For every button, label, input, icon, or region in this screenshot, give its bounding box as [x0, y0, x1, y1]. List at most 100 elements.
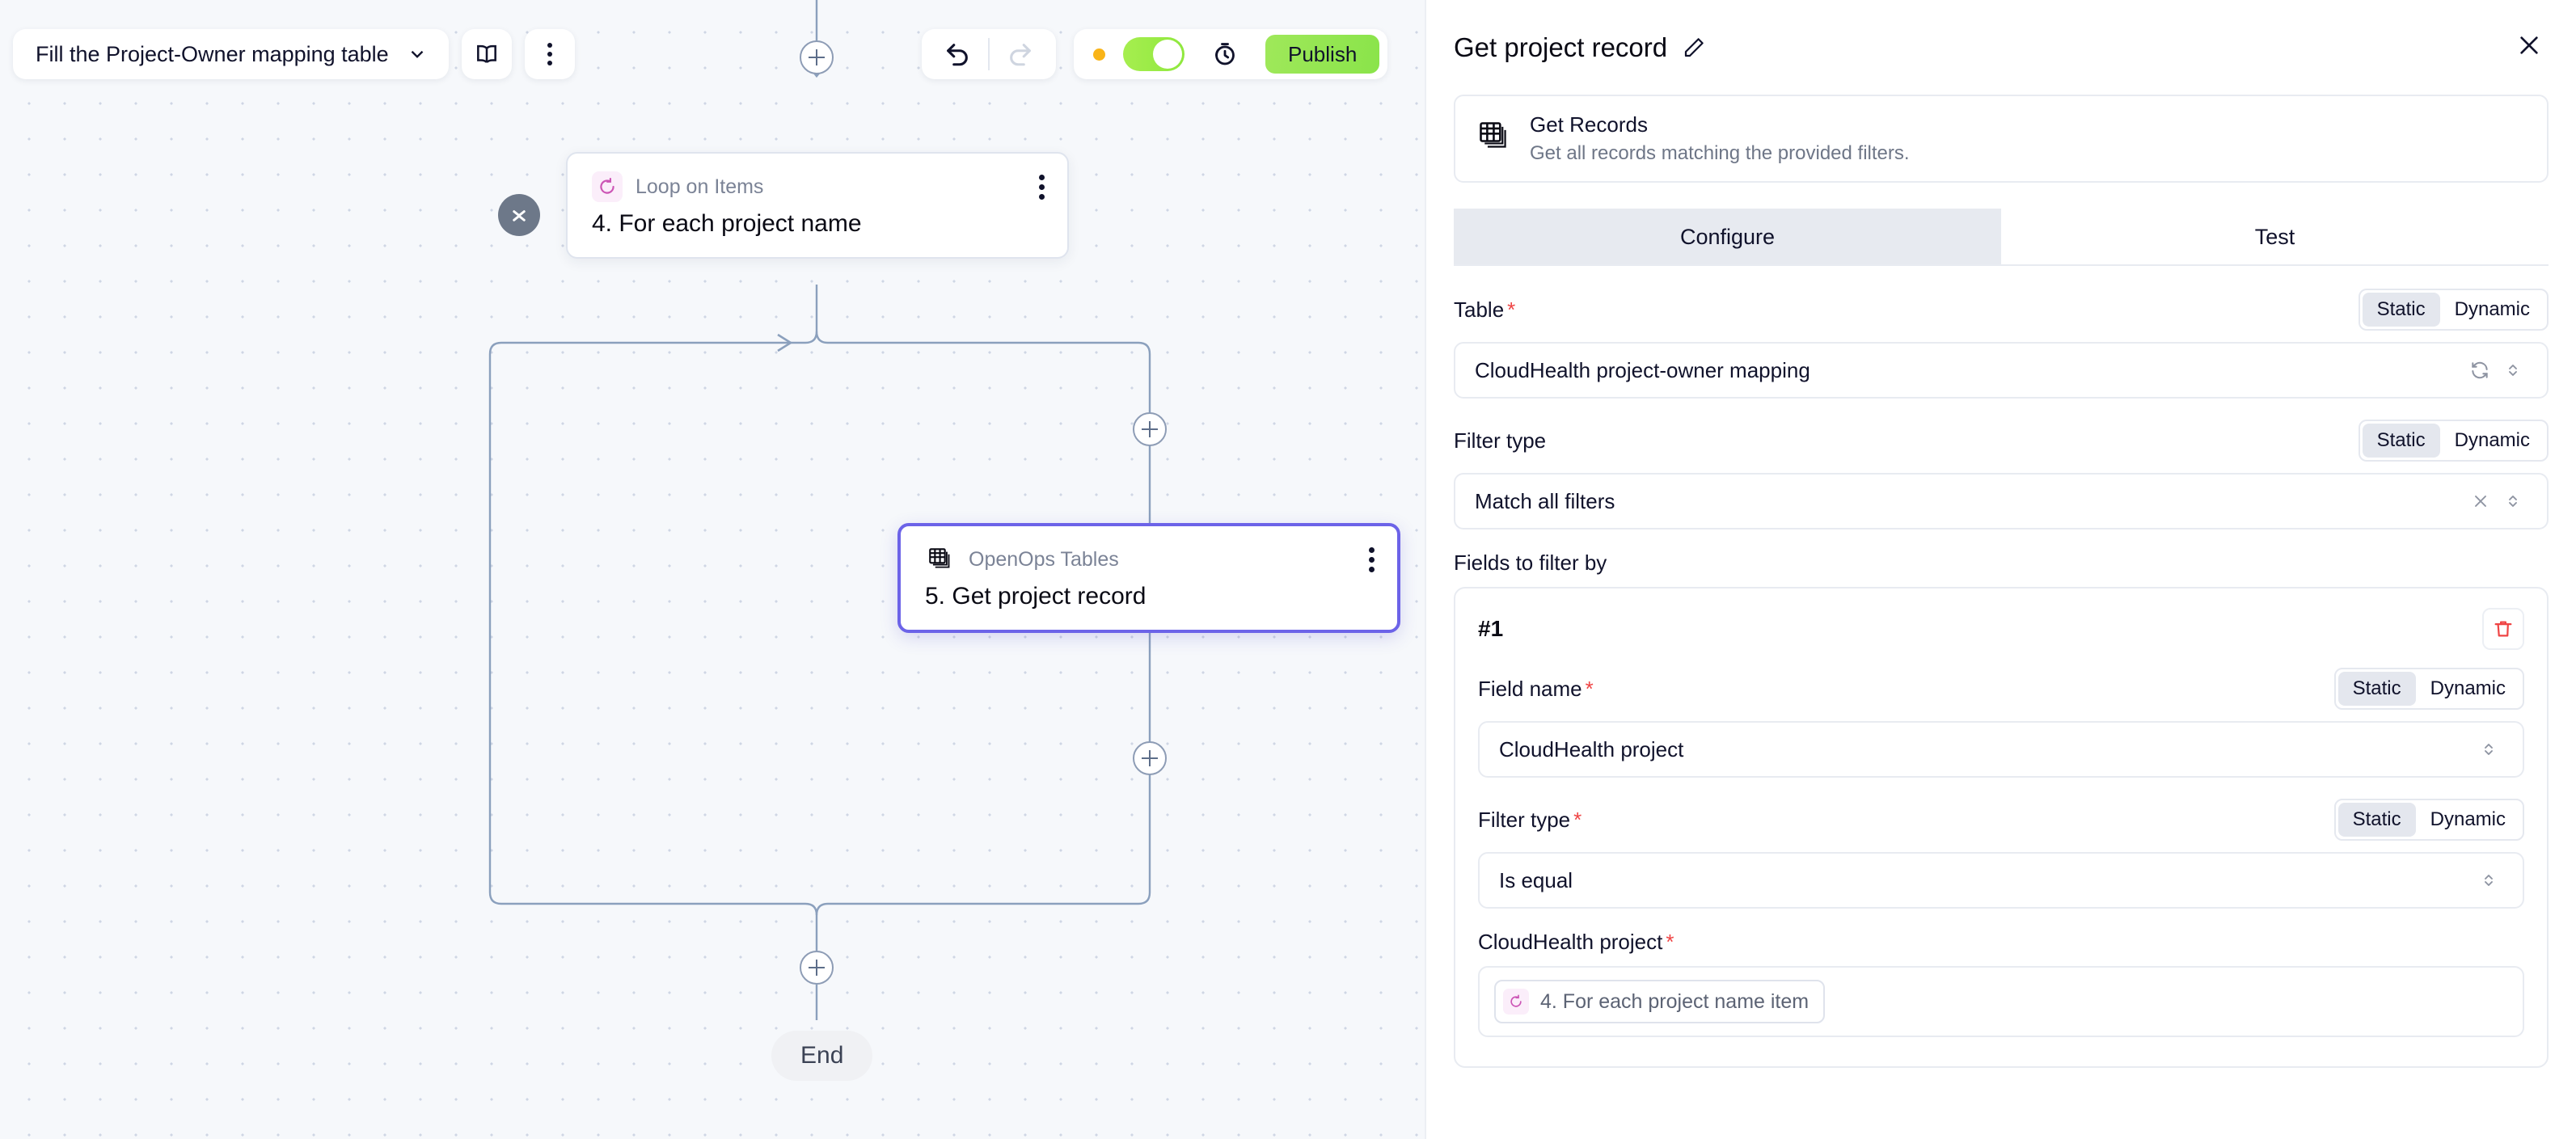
action-name: Get Records: [1530, 112, 1648, 137]
filter-type-mode-static[interactable]: Static: [2362, 424, 2440, 458]
table-mode-dynamic[interactable]: Dynamic: [2454, 298, 2530, 320]
add-step-button-after-5[interactable]: [1133, 741, 1167, 775]
field-name-mode-static[interactable]: Static: [2337, 672, 2416, 706]
publish-button[interactable]: Publish: [1265, 35, 1380, 74]
end-node: End: [771, 1031, 873, 1081]
chevron-up-down-icon: [2509, 496, 2517, 507]
redo-icon: [1010, 44, 1031, 66]
required-asterisk: *: [1585, 676, 1594, 701]
fields-to-filter-by-row: Fields to filter by: [1454, 551, 2549, 576]
node-get-project-record[interactable]: OpenOps Tables 5. Get project record: [897, 523, 1400, 633]
field-name-mode-dynamic[interactable]: Dynamic: [2430, 677, 2506, 699]
filter-type-clear-button[interactable]: [2464, 488, 2497, 514]
publish-group: Publish: [1074, 29, 1388, 79]
table-label: Table*: [1454, 297, 1516, 322]
docs-button[interactable]: [461, 29, 512, 79]
field-name-dropdown-button[interactable]: [2473, 736, 2505, 762]
table-value: CloudHealth project-owner mapping: [1475, 357, 1810, 382]
field-name-label: Field name*: [1478, 676, 1594, 701]
filter-type-field-row: Filter type Static Dynamic: [1454, 420, 2549, 462]
table-select[interactable]: CloudHealth project-owner mapping: [1454, 342, 2549, 399]
table-mode-toggle[interactable]: Static Dynamic: [2358, 289, 2549, 331]
undo-icon: [947, 44, 968, 66]
panel-tabs: Configure Test: [1454, 209, 2549, 266]
flow-name-selector[interactable]: Fill the Project-Owner mapping table: [13, 29, 449, 79]
inner-filter-type-dropdown-button[interactable]: [2473, 867, 2505, 893]
more-vertical-icon: [547, 43, 552, 65]
panel-close-button[interactable]: [2511, 27, 2547, 67]
filter-item-header: #1: [1478, 608, 2524, 650]
pencil-icon[interactable]: [1682, 36, 1706, 60]
add-step-button-end[interactable]: [800, 951, 834, 985]
node-menu-button[interactable]: [1366, 546, 1378, 574]
filter-item-1: #1 Field name* Static Dynamic: [1454, 587, 2549, 1068]
inner-filter-type-mode-dynamic[interactable]: Dynamic: [2430, 808, 2506, 830]
filter-type-mode-toggle[interactable]: Static Dynamic: [2358, 420, 2549, 462]
collapse-icon: [513, 210, 526, 221]
run-history-button[interactable]: [1202, 32, 1248, 77]
flow-canvas[interactable]: Fill the Project-Owner mapping table: [0, 0, 1425, 1139]
node-menu-button[interactable]: [1036, 173, 1048, 201]
step-settings-panel: Get project record Get Records Get: [1425, 0, 2576, 1139]
publish-label: Publish: [1288, 41, 1358, 66]
canvas-toolbar-right: Publish: [922, 29, 1388, 79]
field-name-row: Field name* Static Dynamic: [1478, 668, 2524, 710]
required-asterisk: *: [1573, 807, 1582, 832]
tables-icon: [925, 544, 956, 575]
value-field-label: CloudHealth project*: [1478, 930, 1674, 954]
loop-collapse-button[interactable]: [498, 194, 540, 236]
value-token[interactable]: 4. For each project name item: [1494, 980, 1826, 1023]
filter-type-dropdown-button[interactable]: [2497, 488, 2529, 514]
field-name-select[interactable]: CloudHealth project: [1478, 721, 2524, 778]
filter-item-number: #1: [1478, 616, 1504, 641]
node-kind-label: OpenOps Tables: [969, 547, 1119, 571]
required-asterisk: *: [1507, 297, 1516, 322]
node-header: OpenOps Tables: [901, 526, 1397, 575]
node-loop-on-items[interactable]: Loop on Items 4. For each project name: [566, 152, 1069, 259]
value-field-input[interactable]: 4. For each project name item: [1478, 966, 2524, 1037]
unsaved-dot-icon: [1093, 48, 1105, 61]
table-field-row: Table* Static Dynamic: [1454, 289, 2549, 331]
panel-title: Get project record: [1454, 32, 1668, 62]
configure-form: Table* Static Dynamic CloudHealth projec…: [1426, 266, 2576, 1068]
inner-filter-type-mode-static[interactable]: Static: [2337, 803, 2416, 837]
value-token-label: 4. For each project name item: [1540, 989, 1810, 1013]
inner-filter-type-mode-toggle[interactable]: Static Dynamic: [2333, 799, 2524, 841]
book-icon: [476, 44, 496, 63]
table-mode-static[interactable]: Static: [2362, 293, 2440, 327]
close-icon: [2520, 36, 2538, 54]
refresh-icon: [2472, 361, 2488, 379]
required-asterisk: *: [1666, 930, 1674, 954]
node-title-label: 5. Get project record: [925, 583, 1147, 610]
undo-button[interactable]: [935, 32, 980, 77]
filter-item-delete-button[interactable]: [2482, 608, 2524, 650]
refresh-button[interactable]: [2463, 356, 2497, 384]
tab-test[interactable]: Test: [2001, 209, 2549, 264]
action-info-text: Get Records Get all records matching the…: [1530, 112, 1910, 165]
action-description: Get all records matching the provided fi…: [1530, 142, 1910, 164]
filter-type-select[interactable]: Match all filters: [1454, 473, 2549, 529]
trash-icon: [2494, 621, 2512, 637]
chevron-up-down-icon: [2509, 365, 2517, 376]
inner-filter-type-select[interactable]: Is equal: [1478, 852, 2524, 909]
node-header: Loop on Items: [568, 154, 1067, 202]
flow-enable-toggle[interactable]: [1123, 37, 1185, 71]
field-name-mode-toggle[interactable]: Static Dynamic: [2333, 668, 2524, 710]
toolbar-divider: [988, 38, 990, 70]
action-info-card: Get Records Get all records matching the…: [1454, 95, 2549, 183]
inner-filter-type-row: Filter type* Static Dynamic: [1478, 799, 2524, 841]
tab-configure[interactable]: Configure: [1454, 209, 2001, 264]
add-step-button-before-5[interactable]: [1133, 412, 1167, 446]
add-step-button-top[interactable]: [800, 40, 834, 74]
filter-type-mode-dynamic[interactable]: Dynamic: [2454, 429, 2530, 451]
inner-filter-type-label: Filter type*: [1478, 807, 1582, 832]
field-name-value: CloudHealth project: [1499, 736, 1684, 761]
table-dropdown-button[interactable]: [2497, 357, 2529, 383]
redo-button[interactable]: [998, 32, 1043, 77]
node-kind-label: Loop on Items: [636, 175, 764, 198]
node-title-label: 4. For each project name: [592, 210, 862, 237]
flow-more-button[interactable]: [524, 29, 575, 79]
chevron-up-down-icon: [2485, 744, 2493, 755]
loop-icon: [1503, 989, 1529, 1015]
tables-icon: [1476, 119, 1512, 158]
